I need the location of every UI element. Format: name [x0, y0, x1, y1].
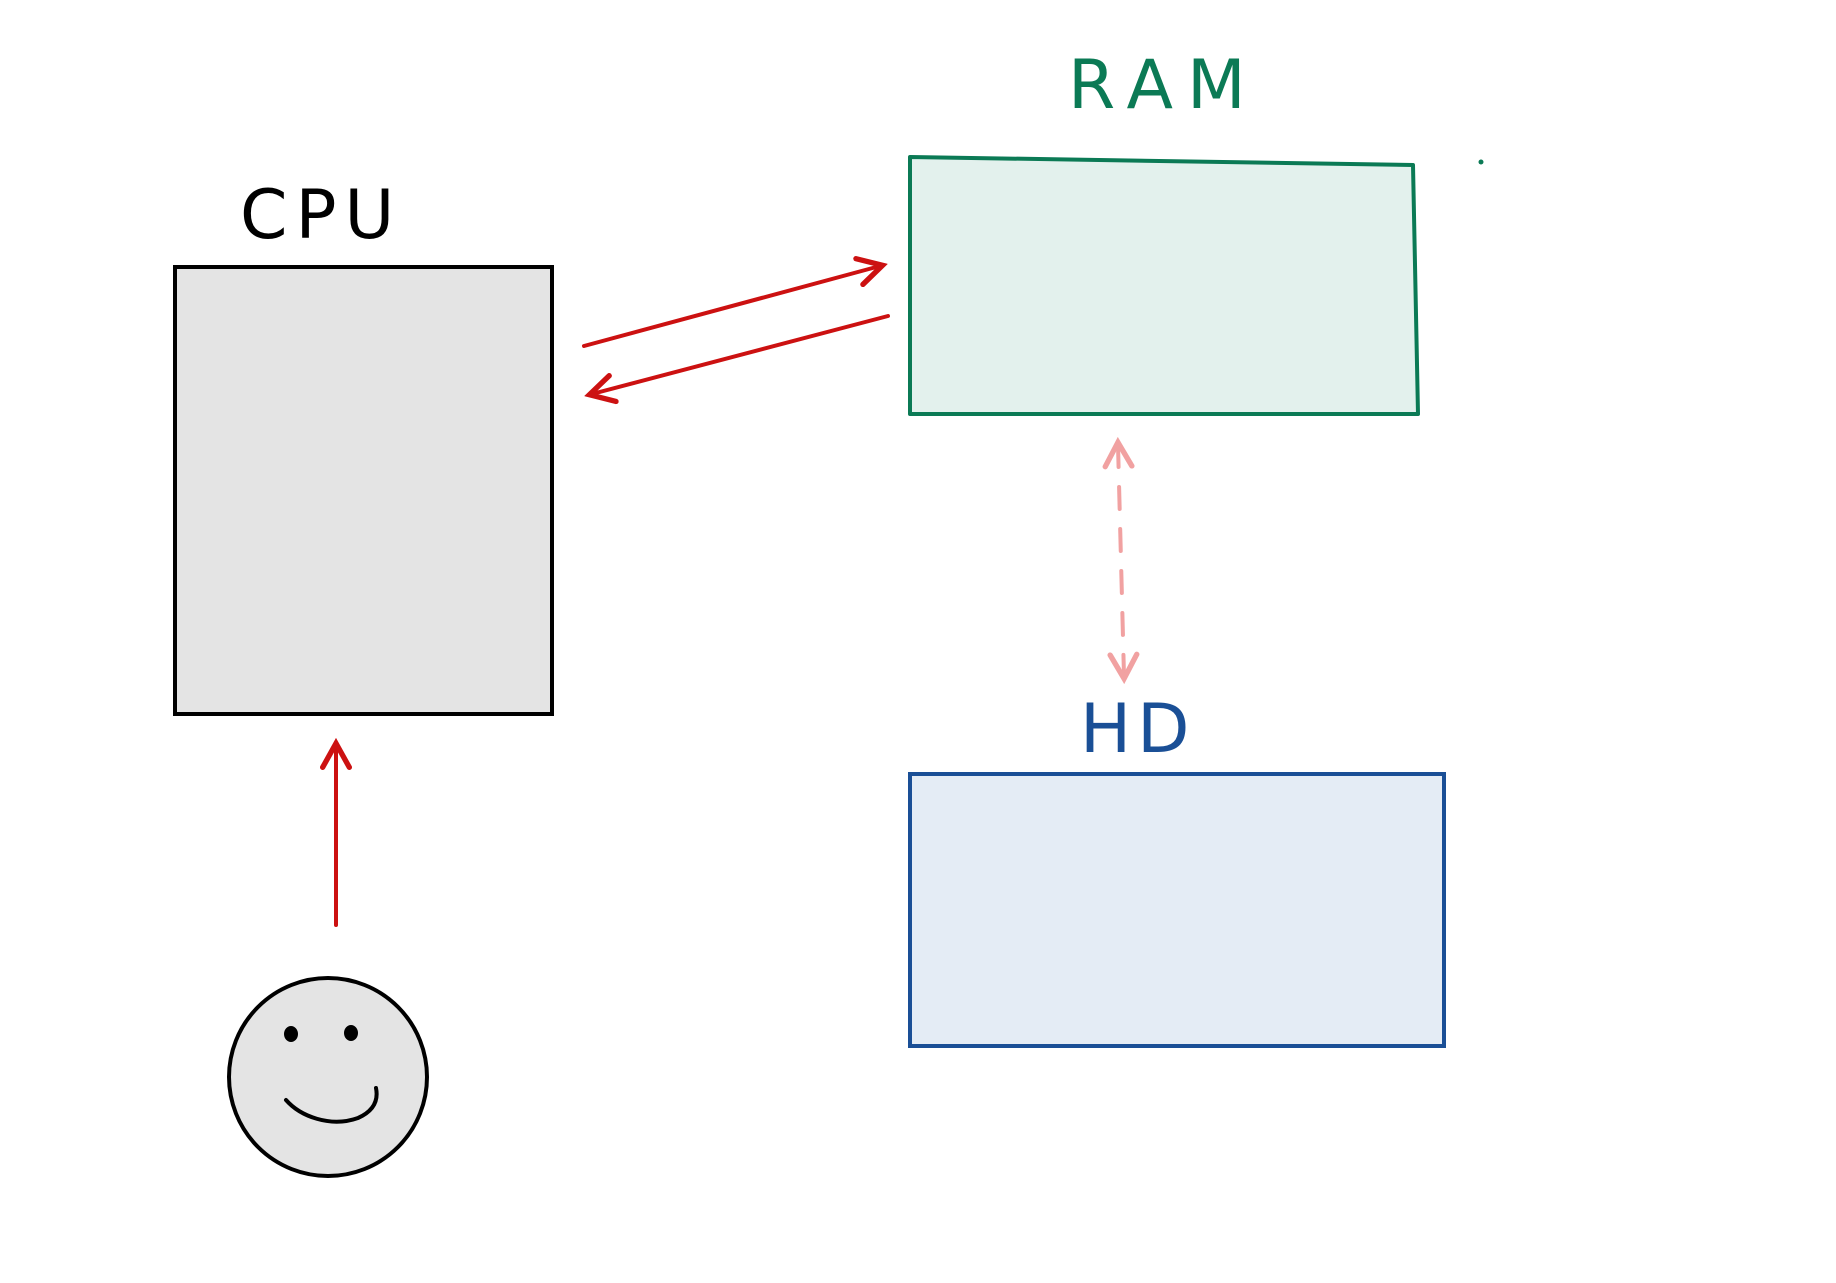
face-circle [227, 976, 429, 1178]
cpu-label: CPU [240, 176, 402, 255]
ram-hd-dashed-arrow [1118, 445, 1124, 676]
stray-dot [1478, 159, 1484, 165]
hd-box [908, 772, 1446, 1048]
smiley-face-icon [227, 976, 429, 1178]
ram-to-cpu-arrow [592, 314, 890, 394]
smile-mouth [284, 1086, 379, 1124]
ram-label: RAM [1068, 46, 1260, 125]
right-eye [344, 1025, 358, 1041]
hd-label: HD [1080, 690, 1196, 769]
cpu-box [173, 265, 554, 716]
cpu-to-ram-arrow [582, 266, 880, 348]
left-eye [284, 1026, 298, 1042]
ram-box [908, 155, 1420, 416]
cpu-node: CPU [173, 176, 554, 716]
hd-node: HD [908, 690, 1446, 1048]
ram-node: RAM [908, 46, 1484, 416]
